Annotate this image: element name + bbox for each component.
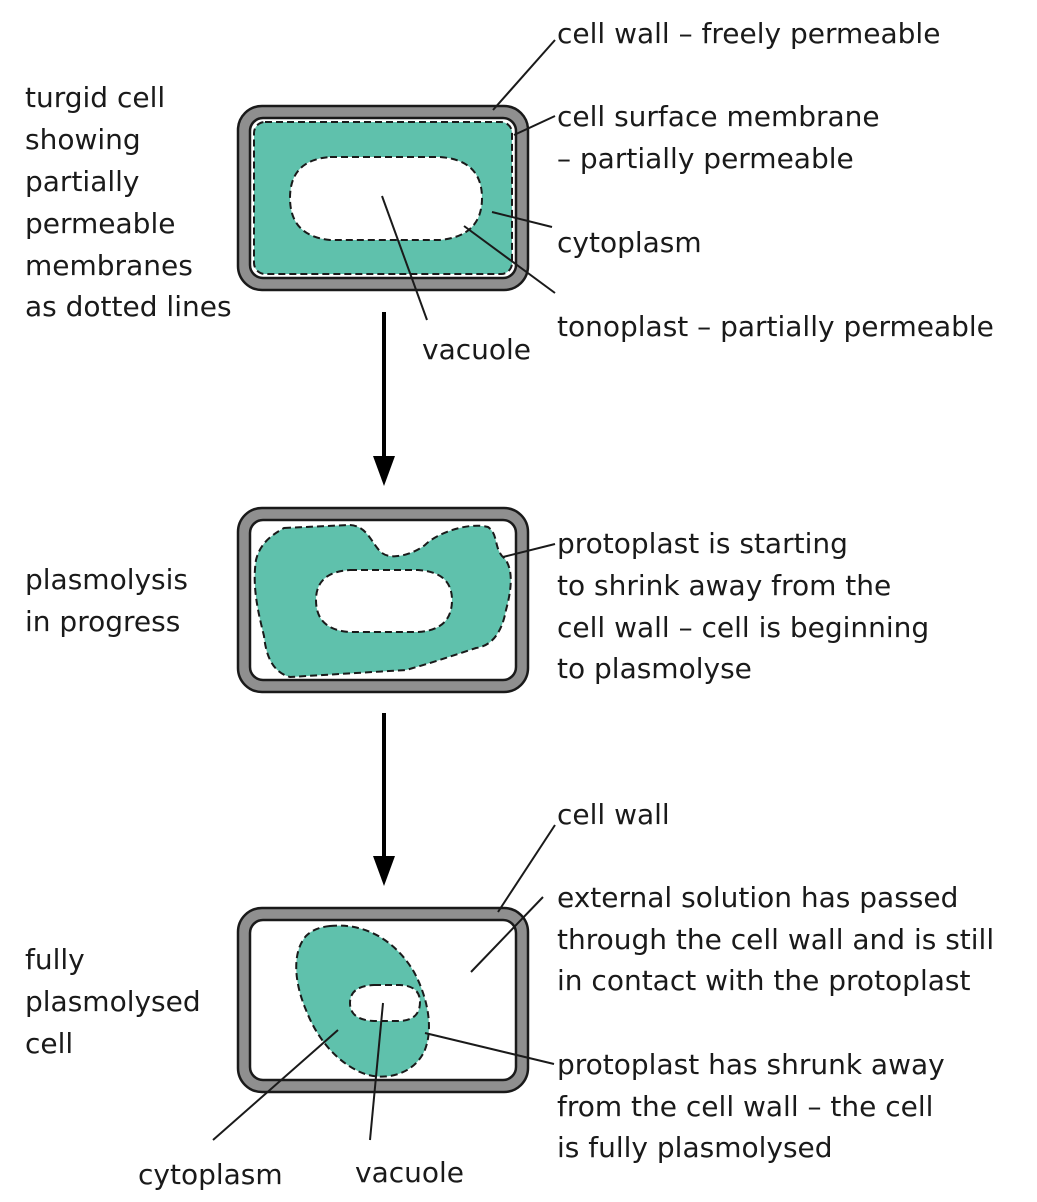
turgid-vacuole	[288, 156, 484, 241]
label-protoplast-shrunk: protoplast has shrunk away from the cell…	[557, 1048, 954, 1164]
label-cytoplasm-1: cytoplasm	[557, 226, 702, 259]
leader-protoplast-2	[502, 543, 556, 558]
label-cell-wall-permeable: cell wall – freely permeable	[557, 17, 940, 50]
leader-external-solution	[470, 896, 544, 973]
label-cell-wall-3: cell wall	[557, 798, 670, 831]
leader-vacuole-1	[381, 195, 428, 321]
plasmolysed-cell	[236, 906, 530, 1094]
label-cell-surface-membrane: cell surface membrane – partially permea…	[557, 100, 889, 175]
label-vacuole-3: vacuole	[355, 1156, 464, 1189]
label-cytoplasm-3: cytoplasm	[138, 1158, 283, 1191]
leader-cytoplasm-1	[491, 211, 553, 228]
leader-cell-wall-3	[497, 824, 556, 913]
arrow-down-2	[373, 713, 395, 886]
plasmolysed-vacuole	[348, 984, 422, 1022]
plasmolysed-side-label: fully plasmolysed cell	[25, 943, 210, 1060]
leader-vacuole-3	[369, 1002, 384, 1141]
label-tonoplast: tonoplast – partially permeable	[557, 310, 994, 343]
label-external-solution: external solution has passed through the…	[557, 881, 1003, 997]
turgid-side-label: turgid cell showing partially permeable …	[25, 81, 232, 323]
leader-protoplast-3	[424, 1032, 555, 1065]
leader-tonoplast-1	[463, 225, 556, 294]
plasmolysing-cell	[236, 506, 530, 694]
label-vacuole-1: vacuole	[422, 333, 531, 366]
plasmolysing-vacuole	[314, 569, 454, 633]
leader-membrane-1	[513, 115, 556, 136]
leader-cell-wall-1	[492, 39, 556, 111]
arrow-down-1	[373, 312, 395, 486]
leader-cytoplasm-3	[212, 1029, 339, 1141]
label-protoplast-starting: protoplast is starting to shrink away fr…	[557, 527, 938, 685]
plasmolysis-side-label: plasmolysis in progress	[25, 563, 197, 638]
